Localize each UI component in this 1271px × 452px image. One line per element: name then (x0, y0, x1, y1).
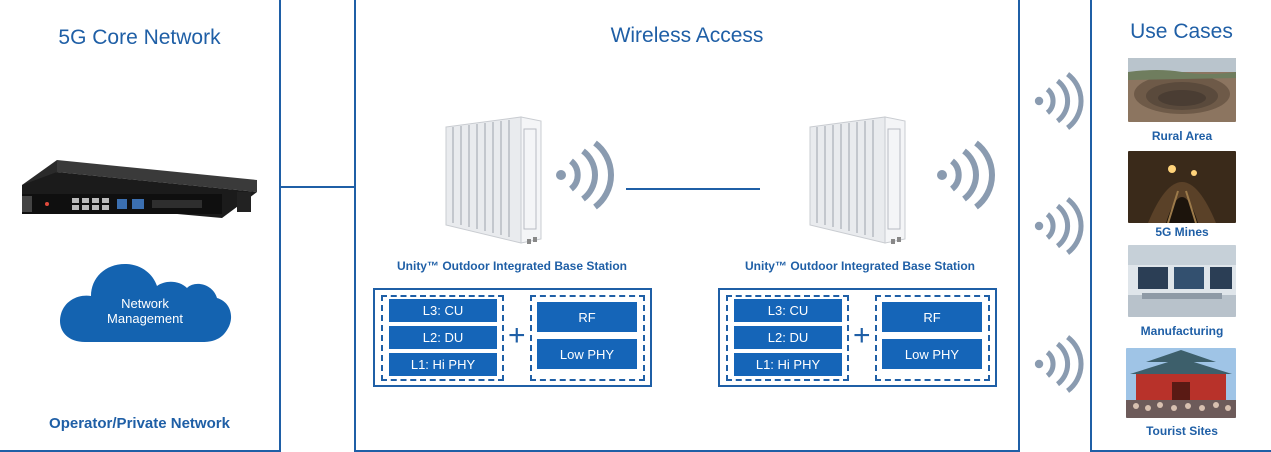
base-station-icon (809, 116, 906, 244)
station-2-stack: L3: CU L2: DU L1: Hi PHY + RF Low PHY (718, 288, 997, 387)
wireless-signal-icon (556, 140, 614, 210)
core-to-access-link (281, 186, 355, 188)
use-case-label-mines: 5G Mines (1155, 225, 1209, 239)
station-1-du-group (381, 295, 504, 381)
station-1-plus: + (508, 319, 526, 352)
cloud-label-line-1: Network (121, 296, 169, 311)
cloud-icon (60, 264, 232, 342)
cloud-label-line-2: Management (107, 311, 183, 326)
mines-image (1128, 151, 1236, 223)
station-1-layer-hiphy: L1: Hi PHY (389, 353, 497, 376)
use-case-label-tourist: Tourist Sites (1146, 424, 1218, 438)
wireless-signal-icon (1034, 335, 1084, 393)
station-1-layer-cu: L3: CU (389, 299, 497, 322)
station-link (626, 188, 760, 190)
wireless-signal-icon (1034, 197, 1084, 255)
wireless-signal-icon (1034, 72, 1084, 130)
station-1-layer-rf: RF (537, 302, 637, 332)
core-network-panel: 5G Core Network Network Management Opera… (0, 0, 281, 452)
station-2-plus: + (853, 319, 871, 352)
manufacturing-image (1128, 245, 1236, 317)
tourist-sites-image (1126, 348, 1236, 418)
station-1-stack: L3: CU L2: DU L1: Hi PHY + RF Low PHY (373, 288, 652, 387)
use-case-label-manufacturing: Manufacturing (1140, 324, 1224, 338)
use-case-label-rural: Rural Area (1151, 129, 1213, 143)
server-icon (22, 160, 257, 218)
station-1-ru-group (530, 295, 645, 381)
station-1-layer-lowphy: Low PHY (537, 339, 637, 369)
station-2-layer-du: L2: DU (734, 326, 842, 349)
wireless-access-title: Wireless Access (610, 24, 764, 47)
station-2-layer-hiphy: L1: Hi PHY (734, 353, 842, 376)
wireless-signal-icon (937, 140, 995, 210)
base-station-icon (445, 116, 542, 244)
station-2-layer-cu: L3: CU (734, 299, 842, 322)
station-2-layer-lowphy: Low PHY (882, 339, 982, 369)
rural-area-image (1128, 58, 1236, 122)
station-2-ru-group (875, 295, 990, 381)
core-network-footer: Operator/Private Network (49, 415, 230, 432)
station-1-layer-du: L2: DU (389, 326, 497, 349)
core-network-title: 5G Core Network (58, 26, 221, 49)
station-1-label: Unity™ Outdoor Integrated Base Station (396, 259, 627, 273)
station-2-layer-rf: RF (882, 302, 982, 332)
station-2-du-group (726, 295, 849, 381)
cloud-label: Network Management (100, 296, 190, 326)
station-2-label: Unity™ Outdoor Integrated Base Station (744, 259, 975, 273)
use-cases-title: Use Cases (1130, 20, 1233, 43)
